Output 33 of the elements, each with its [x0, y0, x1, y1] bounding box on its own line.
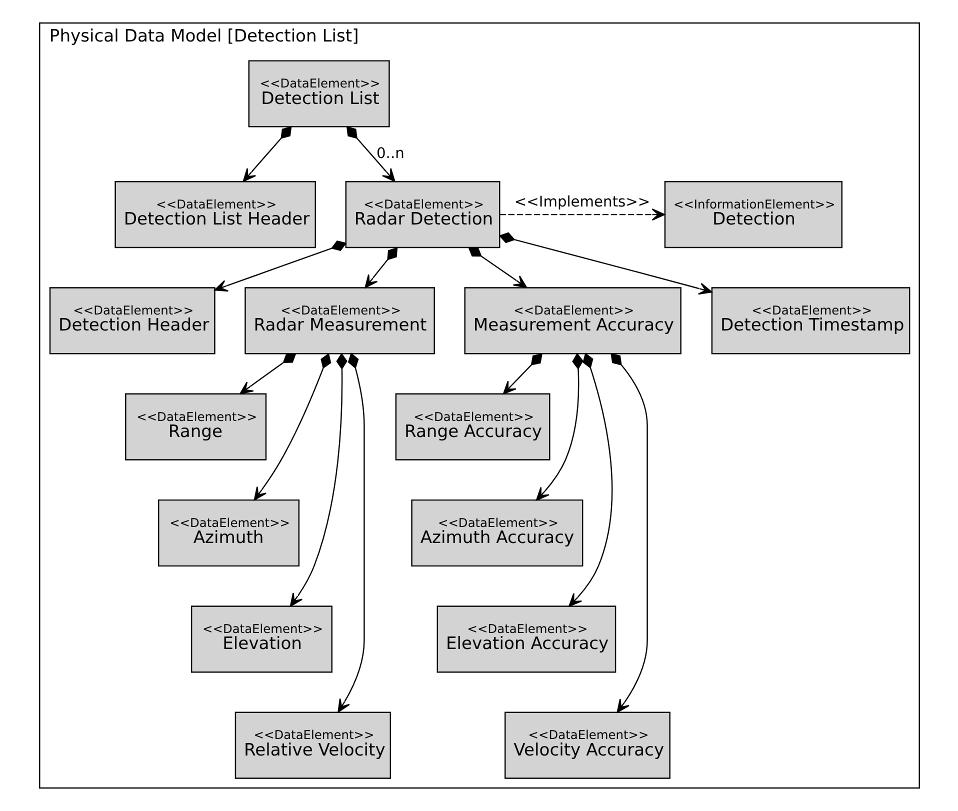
node-box: <<DataElement>> Range [124, 393, 266, 460]
arrow [499, 208, 665, 221]
node-box: <<DataElement>> Azimuth Accuracy [410, 499, 583, 567]
node-box: <<DataElement>> Elevation Accuracy [436, 606, 616, 673]
node-box: <<DataElement>> Detection Header [48, 287, 215, 354]
node-box: <<InformationElement>> Detection [664, 181, 842, 248]
arrow [498, 232, 712, 295]
arrow [337, 352, 364, 713]
node-box: <<DataElement>> Velocity Accuracy [504, 712, 670, 779]
arrow [364, 247, 398, 288]
node-box: <<DataElement>> Range Accuracy [394, 393, 550, 460]
node-box: <<DataElement>> Radar Measurement [244, 287, 434, 354]
node-box: <<DataElement>> Radar Detection [344, 181, 500, 248]
arrow [289, 352, 347, 607]
arrow [346, 126, 395, 182]
arrow [242, 126, 292, 182]
arrow [536, 352, 583, 501]
edge-label: 0..n [376, 144, 404, 162]
node-box: <<DataElement>> Detection List [248, 60, 390, 128]
node-box: <<DataElement>> Relative Velocity [234, 712, 391, 779]
node-box: <<DataElement>> Measurement Accuracy [464, 287, 681, 354]
arrow [468, 247, 527, 288]
node-box: <<DataElement>> Detection Timestamp [710, 287, 910, 354]
arrow [253, 353, 331, 500]
arrow [239, 353, 296, 394]
node-box: <<DataElement>> Elevation [190, 606, 332, 673]
node-box: <<DataElement>> Detection List Header [114, 181, 316, 248]
arrow [502, 353, 542, 394]
edge-label: <<Implements>> [514, 194, 650, 211]
arrow [610, 353, 648, 713]
node-box: <<DataElement>> Azimuth [158, 499, 300, 567]
arrow [214, 240, 346, 292]
arrow [568, 352, 612, 607]
